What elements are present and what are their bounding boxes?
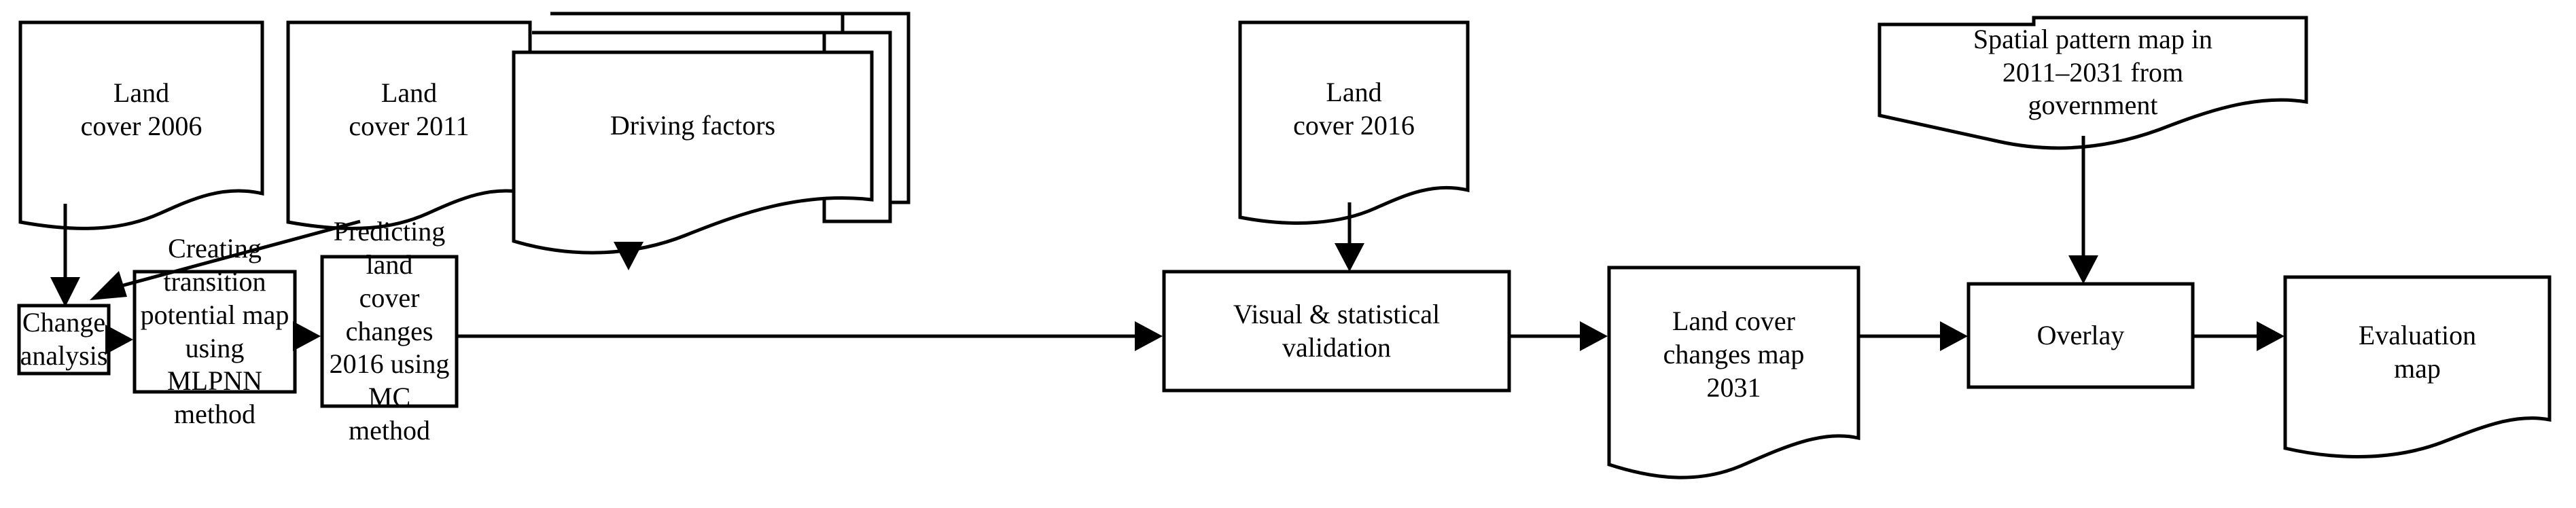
node-shape-overlay[interactable]: [1966, 282, 2195, 389]
node-shape-creating-transition-potential-map[interactable]: [133, 270, 297, 394]
node-shape-land-cover-2011[interactable]: [286, 20, 532, 230]
arrowhead-e9: [1940, 321, 1968, 351]
arrowhead-e4: [105, 325, 133, 355]
node-shape-visual-statistical-validation[interactable]: [1162, 270, 1511, 393]
arrowhead-e1: [50, 277, 80, 307]
node-shape-predicting-land-cover-changes-2016[interactable]: [320, 255, 459, 408]
arrowhead-e11: [2257, 321, 2284, 351]
node-shape-spatial-pattern-map[interactable]: [1877, 16, 2308, 150]
node-shape-driving-factors-front[interactable]: [512, 50, 874, 255]
arrowhead-e5: [293, 321, 321, 351]
node-shape-evaluation-map[interactable]: [2283, 275, 2552, 458]
arrowhead-e10: [2068, 255, 2098, 284]
arrowhead-e3: [614, 242, 643, 270]
node-shape-land-cover-2006[interactable]: [18, 20, 264, 230]
node-shape-land-cover-changes-map-2031[interactable]: [1607, 266, 1860, 479]
node-shape-change-analysis[interactable]: [17, 304, 111, 376]
node-shape-land-cover-2016[interactable]: [1238, 20, 1470, 225]
arrowhead-e6: [1135, 321, 1163, 351]
arrowhead-e8: [1580, 321, 1608, 351]
arrowhead-e7: [1335, 243, 1364, 272]
arrowhead-e2: [90, 271, 127, 300]
edge-land-cover-2011-to-change-analysis: [105, 219, 361, 292]
